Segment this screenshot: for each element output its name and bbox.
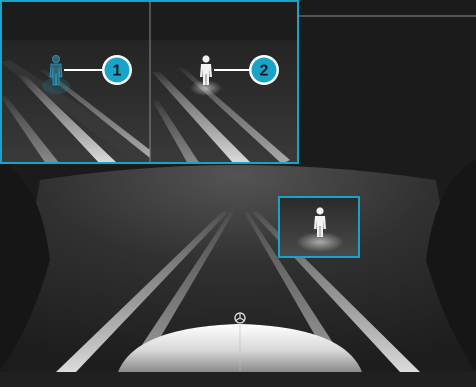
- comparison-inset: 1 2: [0, 0, 298, 164]
- callout-1-label: 1: [113, 63, 122, 80]
- detected-pedestrian-box: [279, 197, 359, 257]
- callout-2-label: 2: [260, 63, 269, 80]
